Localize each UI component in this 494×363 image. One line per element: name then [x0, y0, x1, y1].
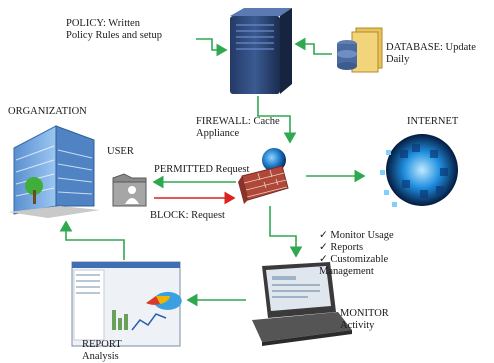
- arrow-policy-to-server: [196, 38, 228, 57]
- building-icon: [8, 125, 100, 218]
- database-icon: [337, 27, 383, 73]
- database-label: DATABASE: Update Daily: [386, 42, 476, 65]
- block-request-label: BLOCK: Request: [150, 210, 225, 221]
- report-label: REPORT Analysis: [82, 339, 122, 362]
- permitted-request-label: PERMITTED Request: [154, 164, 250, 175]
- arrow-server-to-firewall: [257, 96, 297, 144]
- laptop-icon: [252, 262, 352, 346]
- internet-label: INTERNET: [407, 116, 459, 127]
- report-screenshot-icon: [71, 261, 182, 347]
- firewall-label: FIREWALL: Cache Appliance: [196, 116, 280, 139]
- user-icon: [112, 173, 147, 207]
- organization-label: ORGANIZATION: [8, 106, 87, 117]
- user-label: USER: [107, 146, 134, 157]
- server-icon: [230, 8, 292, 94]
- checklist-item-customizable-management: ✓ Customizable Management: [319, 254, 389, 277]
- checklist-item-reports: ✓ Reports: [319, 242, 364, 253]
- monitor-label: MONITOR Activity: [340, 308, 389, 331]
- policy-label: POLICY: Written Policy Rules and setup: [66, 18, 162, 41]
- monitor-checklist: ✓ Monitor Usage ✓ Reports ✓ Customizable…: [319, 230, 394, 278]
- arrow-database-to-server: [294, 37, 332, 55]
- firewall-icon: [238, 148, 289, 204]
- arrow-report-to-organization: [59, 220, 125, 260]
- arrows: [59, 37, 366, 307]
- arrow-firewall-to-monitor: [269, 206, 303, 258]
- checklist-item-monitor-usage: ✓ Monitor Usage: [319, 230, 394, 241]
- internet-globe-icon: [380, 134, 458, 207]
